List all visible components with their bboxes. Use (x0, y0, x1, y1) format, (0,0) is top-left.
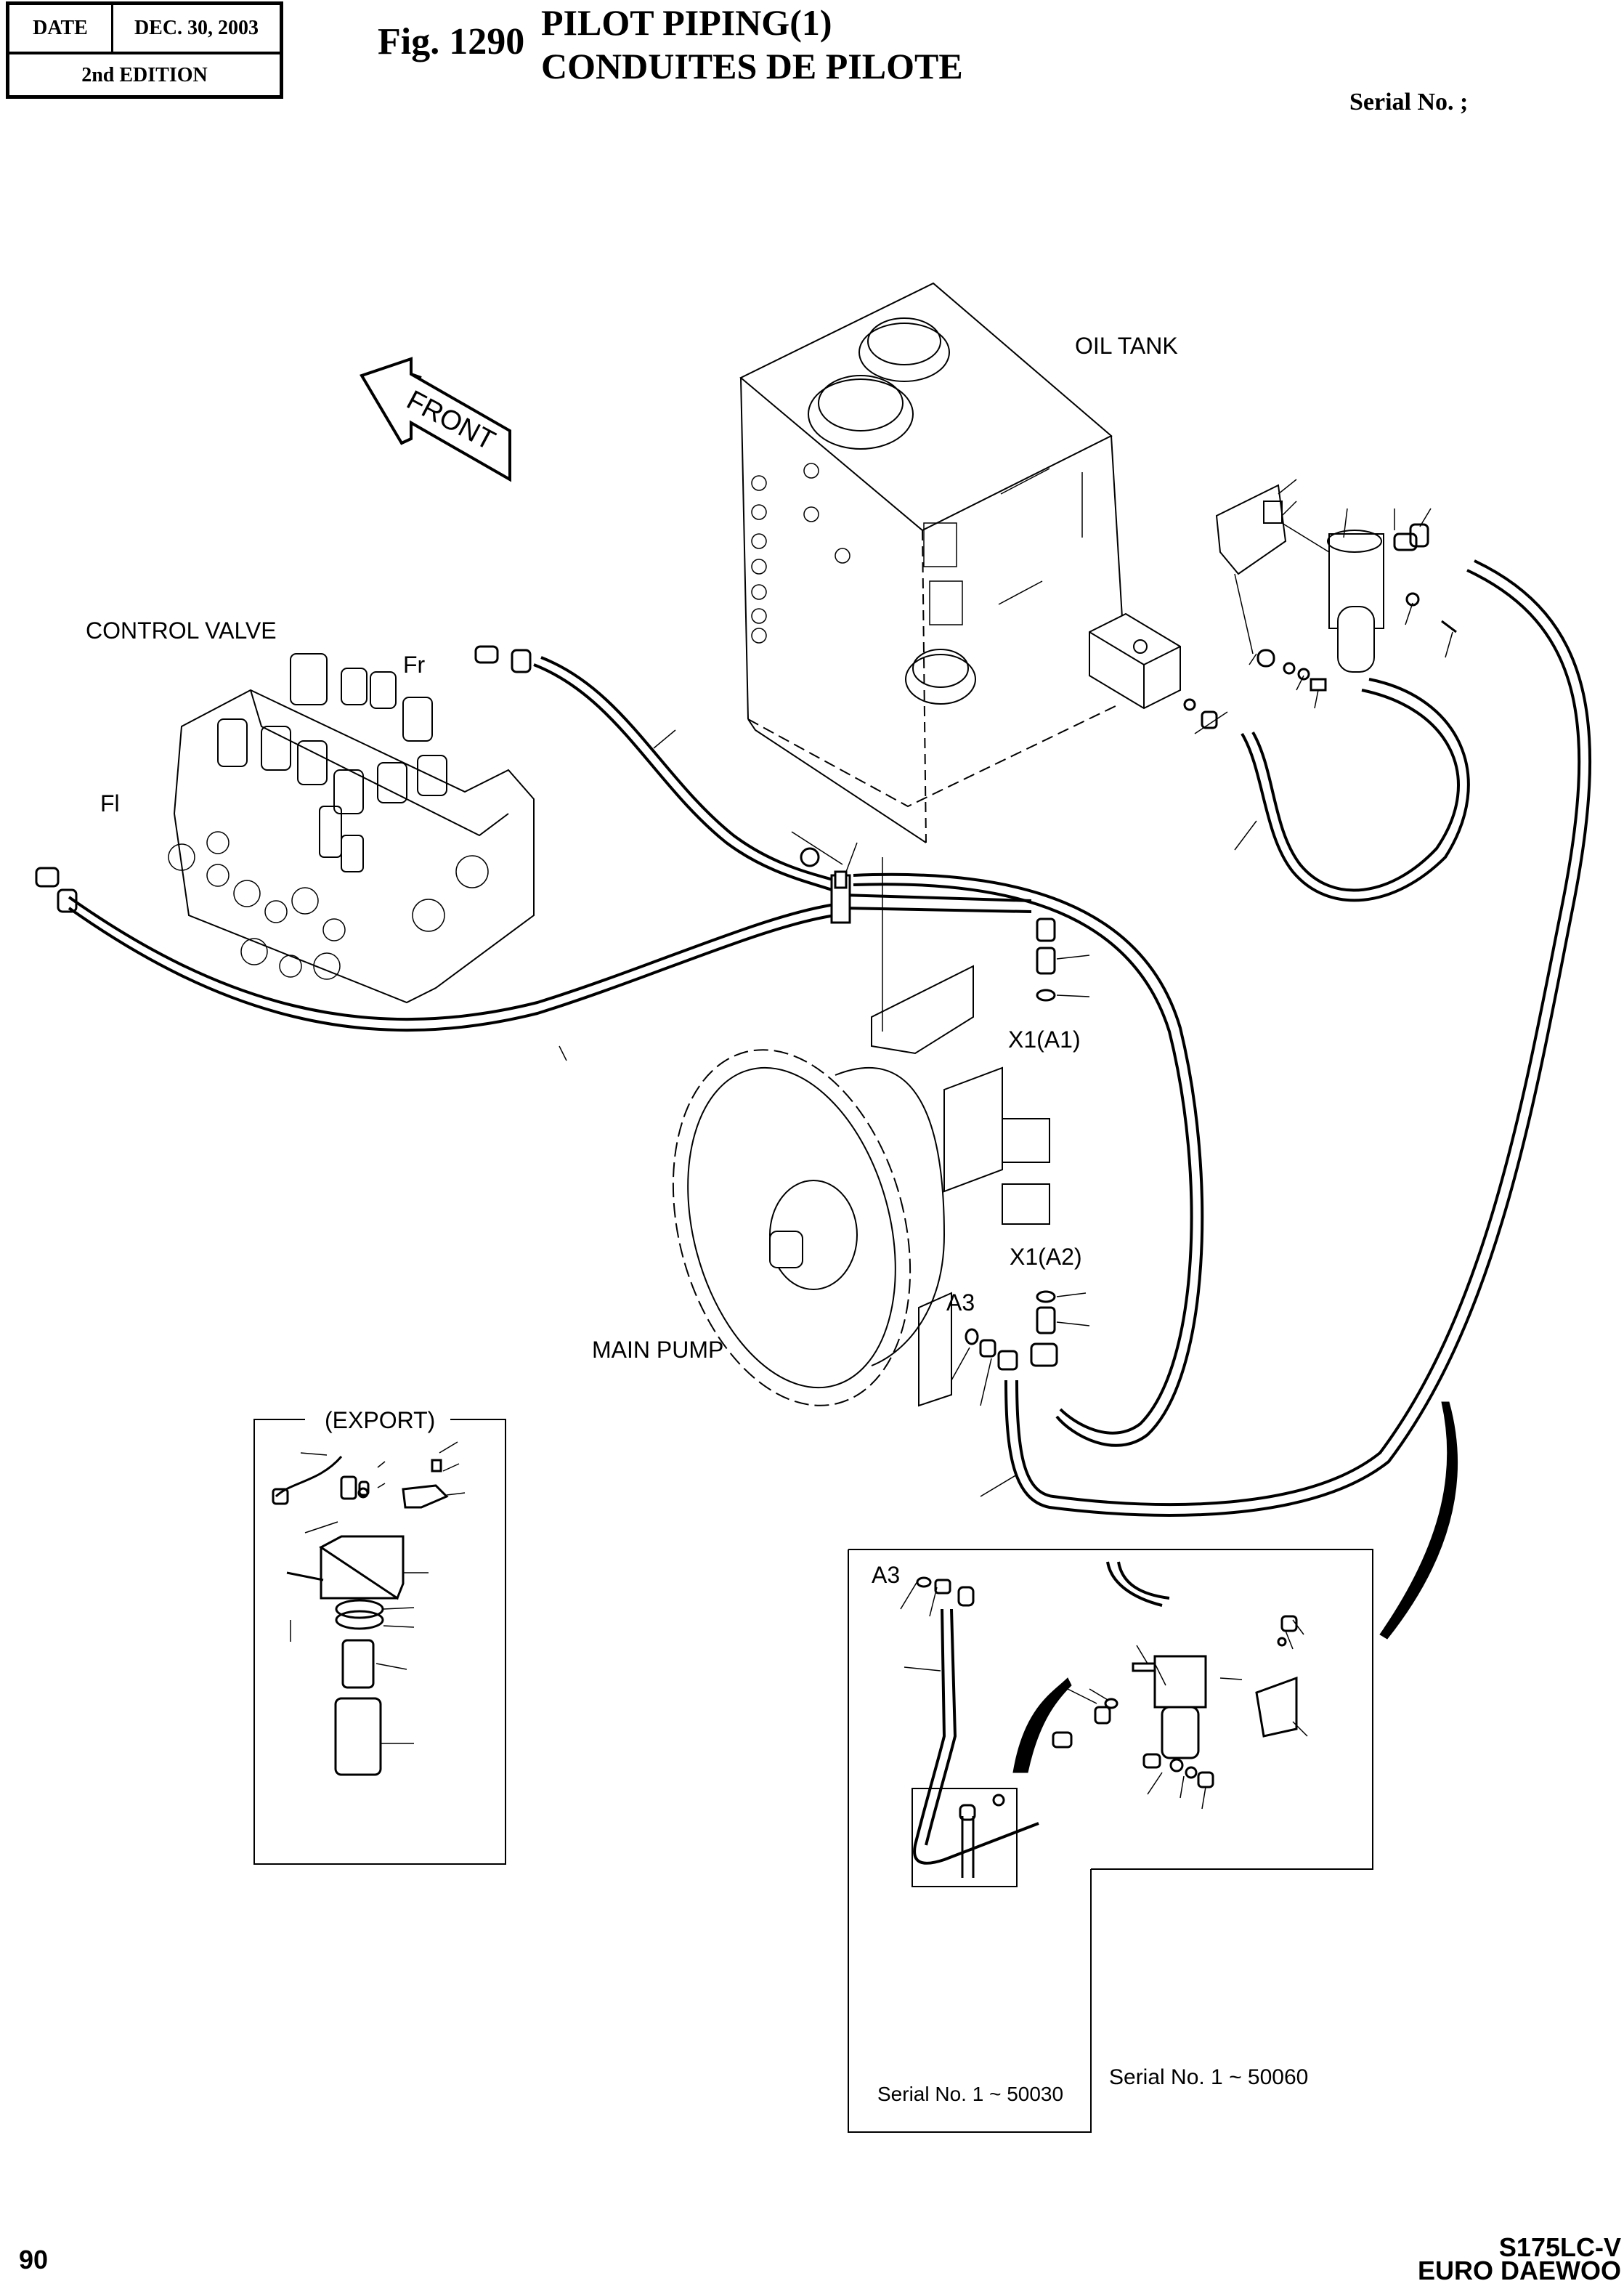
pilot-manifold-block (1089, 612, 1181, 710)
port-fl-label: Fl (100, 790, 120, 817)
model-line-2: EURO DAEWOO (1417, 2256, 1621, 2285)
model-line-1: S175LC-V (1498, 2232, 1621, 2262)
leader-lines (559, 479, 1453, 1497)
port-fr-label: Fr (403, 652, 426, 678)
serial-range-50060-label: Serial No. 1 ~ 50060 (1109, 2065, 1309, 2089)
figure-title-fr: CONDUITES DE PILOTE (541, 46, 963, 86)
export-label: (EXPORT) (325, 1407, 436, 1433)
serial-number-label: Serial No. ; (1349, 89, 1469, 116)
port-x1-a2-label: X1(A2) (1010, 1244, 1082, 1270)
date-value: DEC. 30, 2003 (134, 17, 259, 39)
port-fittings (35, 645, 1058, 1371)
serial-50060-inset (848, 1549, 1373, 2133)
page-number: 90 (19, 2245, 49, 2274)
inset-port-a3-label: A3 (872, 1562, 901, 1588)
serial-range-50030-label: Serial No. 1 ~ 50030 (877, 2083, 1064, 2105)
oil-tank (739, 282, 1123, 843)
export-inset (253, 1419, 506, 1865)
figure-title-en: PILOT PIPING(1) (541, 2, 832, 43)
date-row: DATE DEC. 30, 2003 (9, 5, 280, 54)
control-valve (168, 653, 535, 1004)
hose-clamp (800, 847, 851, 924)
model-name: S175LC-V EURO DAEWOO (1417, 2232, 1621, 2285)
figure-number: Fig. 1290 (378, 21, 525, 62)
curved-arrow-icon (1379, 1401, 1458, 1640)
oil-tank-label: OIL TANK (1075, 333, 1178, 359)
front-arrow-icon (360, 357, 511, 482)
main-pump (672, 857, 1050, 1407)
pilot-hoses (68, 559, 1592, 1517)
control-valve-label: CONTROL VALVE (86, 617, 277, 644)
edition-label: 2nd EDITION (81, 64, 208, 86)
main-pump-label: MAIN PUMP (592, 1337, 724, 1363)
date-label: DATE (9, 5, 113, 52)
header-box: DATE DEC. 30, 2003 2nd EDITION (6, 1, 283, 99)
port-a3-label: A3 (946, 1289, 975, 1316)
pilot-filter-assembly (1183, 484, 1457, 729)
port-x1-a1-label: X1(A1) (1008, 1026, 1081, 1053)
